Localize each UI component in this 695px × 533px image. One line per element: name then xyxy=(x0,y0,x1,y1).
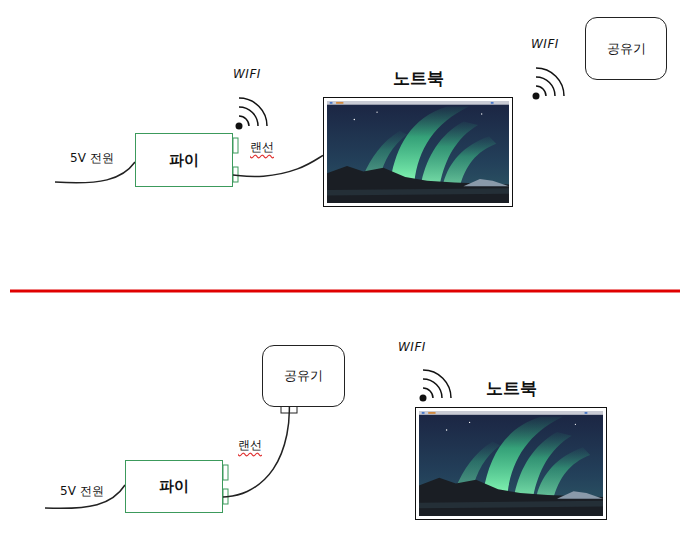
lan-cable xyxy=(233,155,323,176)
wifi-label: WIFI xyxy=(531,37,559,51)
device-title: 노트북 xyxy=(416,377,606,400)
edge-label: 랜선 xyxy=(236,437,264,454)
device-name: 파이 xyxy=(159,477,189,496)
pi-box: 파이 xyxy=(125,460,223,513)
power-label: 5V 전원 xyxy=(70,150,114,167)
pi-box: 파이 xyxy=(135,133,233,187)
edge-label: 랜선 xyxy=(248,139,276,156)
power-label: 5V 전원 xyxy=(60,483,104,500)
wifi-label: WIFI xyxy=(398,340,426,354)
device-title: 노트북 xyxy=(324,67,512,90)
lan-cable xyxy=(223,407,289,497)
device-name: 공유기 xyxy=(607,40,646,58)
device-name: 공유기 xyxy=(284,367,323,385)
router-box: 공유기 xyxy=(262,345,345,407)
wifi-label: WIFI xyxy=(233,67,261,81)
laptop-screen: 노트북 xyxy=(415,407,607,520)
device-name: 파이 xyxy=(169,151,199,170)
laptop-screen: 노트북 xyxy=(323,97,513,207)
router-box: 공유기 xyxy=(585,17,667,80)
